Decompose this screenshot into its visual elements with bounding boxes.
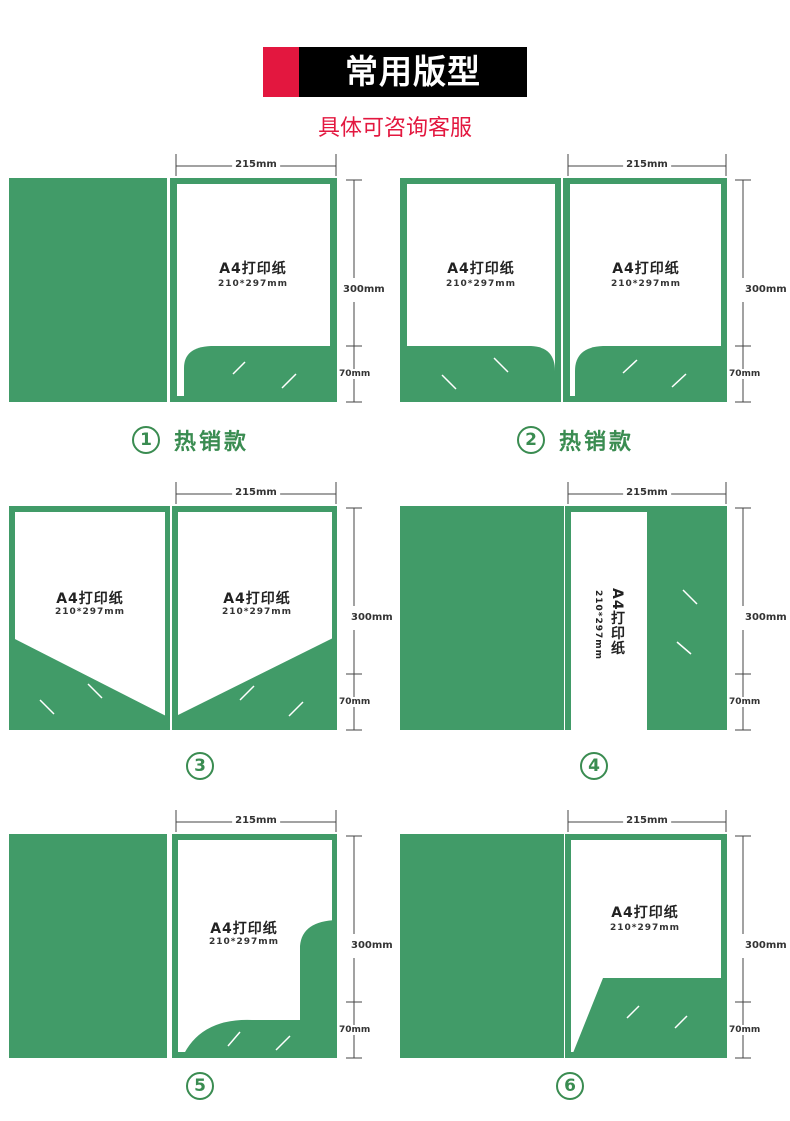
folder-4-slot <box>682 589 698 605</box>
paper-size: 210*297mm <box>609 923 681 933</box>
folder-1-slot <box>232 361 246 375</box>
folder-3-svg <box>9 482 362 731</box>
height-dimension: 300mm <box>745 284 787 295</box>
paper-name: A4打印纸 <box>447 261 515 277</box>
paper-name: A4打印纸 <box>609 588 625 656</box>
paper-name: A4打印纸 <box>611 905 679 921</box>
pocket-dimension: 70mm <box>339 697 371 707</box>
style-label: 热销款 <box>174 430 250 455</box>
folder-2-slot <box>493 357 509 373</box>
title-banner: 常用版型 <box>263 47 527 97</box>
style-number-badge: 2 <box>517 426 545 454</box>
style-label: 热销款 <box>559 430 635 455</box>
folder-3-left-pocket <box>9 636 170 730</box>
style-1-diagram: 215mm 300mm 70mm A4打印纸 210*297mm <box>0 150 395 410</box>
style-1-caption: 1 热销款 <box>132 424 249 456</box>
folder-4-slot <box>676 641 692 655</box>
page-subtitle: 具体可咨询客服 <box>317 116 472 141</box>
folder-2-svg <box>400 154 751 403</box>
dimension-lines <box>175 154 362 403</box>
pocket-dimension: 70mm <box>729 697 761 707</box>
folder-1-pocket <box>184 346 337 402</box>
style-number-badge: 3 <box>186 752 214 780</box>
folder-5-svg <box>9 810 362 1059</box>
style-2-caption: 2 热销款 <box>517 424 634 456</box>
width-dimension: 215mm <box>623 159 671 170</box>
height-dimension: 300mm <box>351 940 393 951</box>
paper-size: 210*297mm <box>445 279 517 289</box>
folder-3-slot <box>39 699 55 715</box>
paper-size: 210*297mm <box>54 607 126 617</box>
style-number-badge: 1 <box>132 426 160 454</box>
folder-3-slot <box>87 683 103 699</box>
width-dimension: 215mm <box>623 487 671 498</box>
width-dimension: 215mm <box>232 487 280 498</box>
height-dimension: 300mm <box>343 284 385 295</box>
folder-1-slot <box>281 373 297 389</box>
width-dimension: 215mm <box>623 815 671 826</box>
folder-3-right-pocket <box>172 636 337 730</box>
folder-4-paper <box>571 512 647 730</box>
width-dimension: 215mm <box>232 159 280 170</box>
style-6-caption: 6 <box>556 1072 584 1100</box>
style-4-caption: 4 <box>580 752 608 780</box>
style-6-diagram: 215mm 300mm 70mm A4打印纸 210*297mm <box>395 806 790 1066</box>
folder-4-cover <box>400 506 564 730</box>
style-number-badge: 6 <box>556 1072 584 1100</box>
paper-size: 210*297mm <box>208 937 280 947</box>
folder-5-pocket <box>182 920 337 1058</box>
pocket-dimension: 70mm <box>729 369 761 379</box>
style-3-caption: 3 <box>186 752 214 780</box>
paper-name: A4打印纸 <box>210 921 278 937</box>
folder-6-slot <box>626 1005 640 1019</box>
style-4-diagram: 215mm 300mm 70mm A4打印纸 210*297mm <box>395 478 790 738</box>
folder-2-left-pocket <box>400 346 555 402</box>
paper-name: A4打印纸 <box>612 261 680 277</box>
folder-5-cover <box>9 834 167 1058</box>
paper-size: 210*297mm <box>221 607 293 617</box>
folder-4-svg <box>400 482 751 731</box>
paper-size: 210*297mm <box>217 279 289 289</box>
page-title: 常用版型 <box>345 52 481 91</box>
folder-2-slot <box>441 374 457 390</box>
style-number-badge: 4 <box>580 752 608 780</box>
pocket-dimension: 70mm <box>339 1025 371 1035</box>
height-dimension: 300mm <box>745 940 787 951</box>
folder-2-slot <box>671 373 687 388</box>
height-dimension: 300mm <box>745 612 787 623</box>
folder-3-slot <box>239 685 255 701</box>
paper-name: A4打印纸 <box>223 591 291 607</box>
paper-size: 210*297mm <box>610 279 682 289</box>
folder-1-cover <box>9 178 167 402</box>
folder-5-slot <box>227 1031 241 1047</box>
style-5-caption: 5 <box>186 1072 214 1100</box>
folder-6-cover <box>400 834 564 1058</box>
pocket-dimension: 70mm <box>339 369 371 379</box>
height-dimension: 300mm <box>351 612 393 623</box>
folder-5-slot <box>275 1035 291 1051</box>
folder-2-slot <box>622 359 638 374</box>
title-accent-block <box>263 47 299 97</box>
pocket-dimension: 70mm <box>729 1025 761 1035</box>
paper-name: A4打印纸 <box>219 261 287 277</box>
style-number-badge: 5 <box>186 1072 214 1100</box>
width-dimension: 215mm <box>232 815 280 826</box>
folder-6-svg <box>400 810 751 1059</box>
style-3-diagram: 215mm 300mm 70mm A4打印纸 210*297mm A4打印纸 2… <box>0 478 395 738</box>
folder-2-right-pocket <box>575 346 727 402</box>
folder-6-pocket <box>571 978 727 1058</box>
folder-1-svg <box>9 154 362 403</box>
style-2-diagram: 215mm 300mm 70mm A4打印纸 210*297mm A4打印纸 2… <box>395 150 790 410</box>
paper-size: 210*297mm <box>593 590 603 661</box>
dimension-lines <box>567 810 751 1059</box>
folder-6-slot <box>674 1015 688 1029</box>
style-5-diagram: 215mm 300mm 70mm A4打印纸 210*297mm <box>0 806 395 1066</box>
folder-3-slot <box>288 701 304 717</box>
paper-name: A4打印纸 <box>56 591 124 607</box>
